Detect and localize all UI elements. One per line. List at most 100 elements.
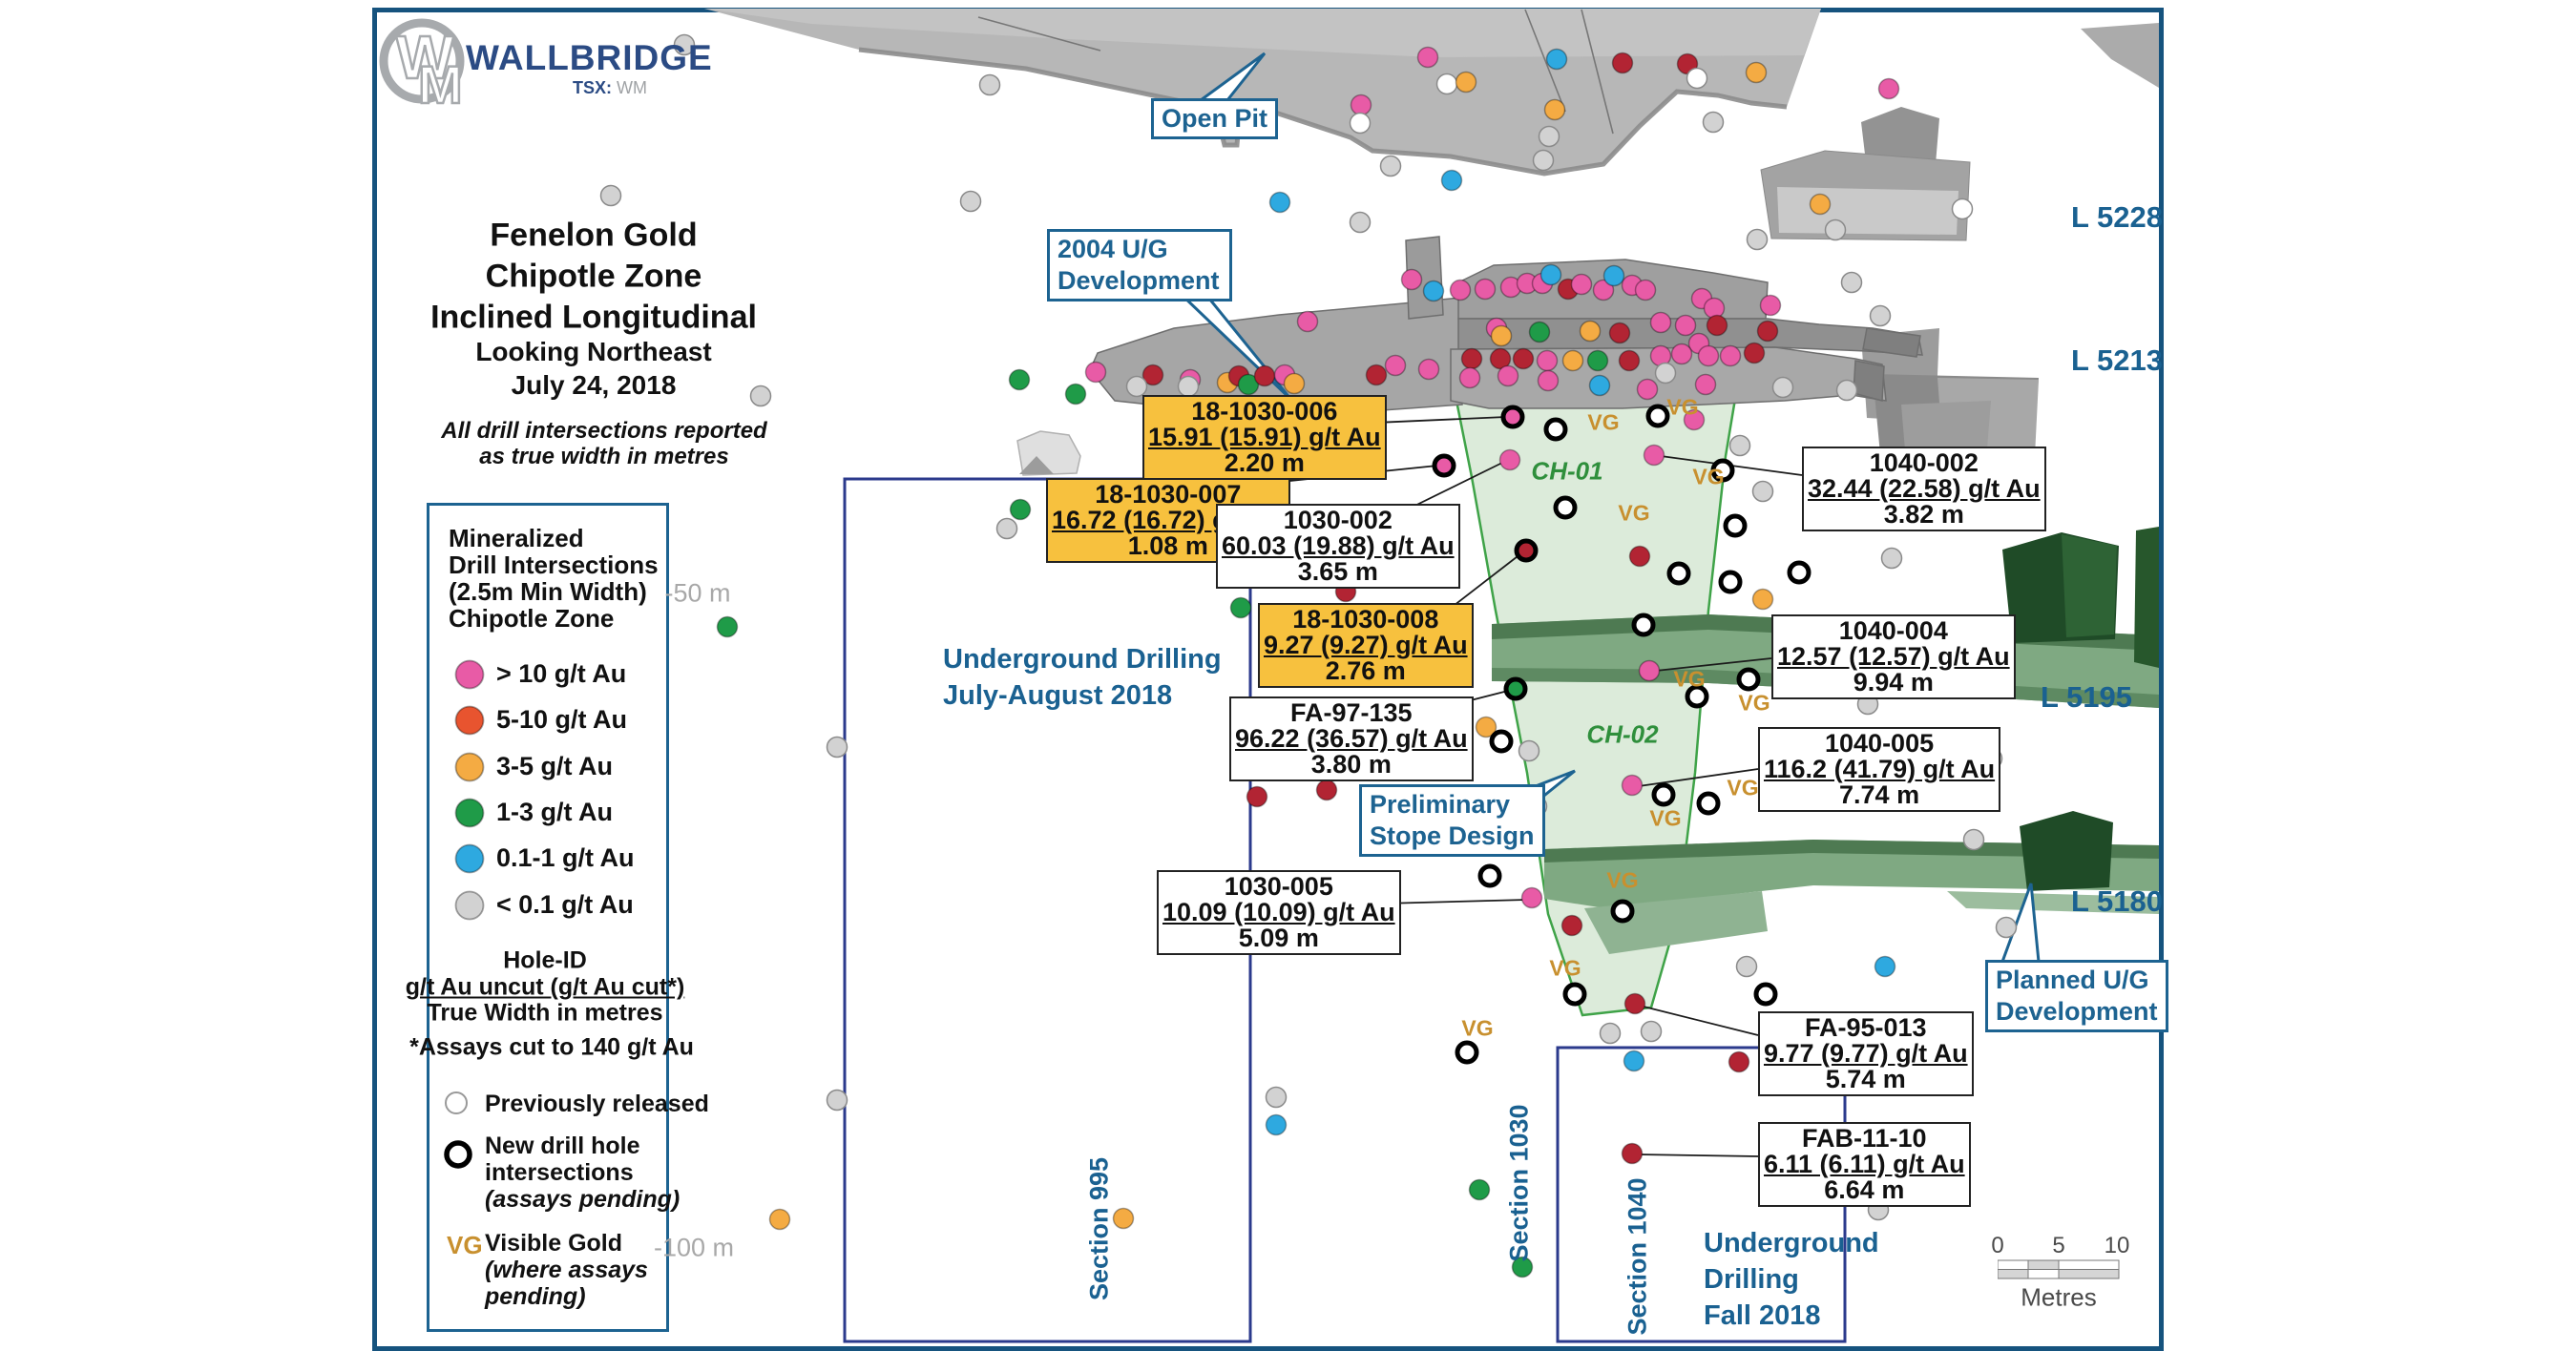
drill-program-line: July-August 2018 — [943, 680, 1173, 711]
drill-intersection-dot — [1640, 1020, 1663, 1043]
drill-intersection-dot — [1702, 111, 1725, 134]
level-label: L 5213 — [2071, 343, 2163, 377]
drill-program-line: Fall 2018 — [1704, 1300, 1821, 1331]
legend-header-4: Chipotle Zone — [449, 604, 615, 633]
drill-intersection-dot — [1728, 1050, 1750, 1073]
annotation-line: Planned U/G — [1996, 966, 2149, 994]
callout-grade: 116.2 (41.79) g/t Au — [1764, 755, 1996, 783]
drill-intersection-dot — [1599, 1022, 1622, 1045]
callout-width: 3.80 m — [1310, 750, 1392, 779]
vg-label: VG — [1461, 1015, 1494, 1041]
drill-intersection-dot — [959, 190, 982, 213]
drill-intersection-dot — [978, 73, 1001, 96]
legend-vg-3: pending) — [485, 1283, 586, 1310]
callout-hole-id: 1040-005 — [1825, 729, 1935, 758]
drill-intersection-dot — [1009, 498, 1032, 521]
annotation-planned-ug: Planned U/G Development — [1985, 960, 2168, 1032]
drill-intersection-dot — [1008, 368, 1031, 391]
drill-program-line: Drilling — [1704, 1264, 1799, 1295]
rock-blocks — [1016, 107, 2039, 476]
callout-grade: 10.09 (10.09) g/t Au — [1162, 898, 1395, 926]
legend-item-dot — [454, 843, 485, 874]
drill-intersection-dot — [1877, 77, 1900, 100]
callout-hole-id: 18-1030-008 — [1292, 605, 1439, 634]
callout-hole-id: 1040-004 — [1838, 616, 1948, 645]
callout-grade: 9.77 (9.77) g/t Au — [1764, 1039, 1968, 1068]
callout-width: 1.08 m — [1127, 531, 1208, 560]
drill-program-line: Underground Drilling — [943, 644, 1222, 675]
drill-intersection-dot — [768, 1208, 791, 1231]
scalebar-tick-10: 10 — [2104, 1233, 2130, 1258]
drill-intersection-dot — [1869, 304, 1892, 327]
vg-label: VG — [1692, 464, 1725, 489]
annotation-line: 2004 U/G — [1058, 235, 1168, 263]
drill-intersection-dot — [599, 184, 622, 207]
vg-label: VG — [1673, 666, 1706, 692]
callout-grade: 60.03 (19.88) g/t Au — [1222, 531, 1455, 560]
vg-label: VG — [1738, 690, 1770, 716]
drill-intersection-dot — [1468, 1178, 1491, 1201]
drill-intersection-dot — [1520, 886, 1543, 909]
drill-intersection-dot — [1874, 955, 1896, 978]
legend-vg-2: (where assays — [485, 1257, 648, 1283]
callout-width: 3.82 m — [1883, 500, 1964, 529]
annotation-line: Development — [1996, 997, 2158, 1026]
scalebar — [1998, 1259, 2120, 1279]
callout-width: 3.65 m — [1297, 557, 1378, 586]
drill-intersection-dot — [1064, 383, 1087, 405]
legend-symbol-circles — [444, 1091, 472, 1169]
vg-label: VG — [1587, 409, 1620, 435]
callout-hole-id: FAB-11-10 — [1802, 1124, 1927, 1153]
scalebar-tick-5: 5 — [2052, 1233, 2065, 1258]
callout-grade: 15.91 (15.91) g/t Au — [1148, 423, 1381, 451]
previously-released-icon — [445, 1091, 468, 1114]
scalebar-tick-0: 0 — [1991, 1233, 2004, 1258]
new-drill-hole-dot — [1718, 570, 1743, 594]
callout-hole-id: FA-97-135 — [1290, 698, 1413, 727]
callout-width: 7.74 m — [1839, 780, 1920, 809]
drill-intersection-dot — [1751, 588, 1774, 611]
drill-intersection-dot — [1265, 1086, 1288, 1109]
zone-label: CH-01 — [1531, 456, 1603, 486]
scalebar-unit: Metres — [2021, 1282, 2097, 1312]
legend-new-drill-1: New drill hole — [485, 1133, 640, 1159]
callout-hole-id: 18-1030-007 — [1095, 480, 1242, 509]
legend-item-dot — [454, 798, 485, 828]
callout-width: 5.74 m — [1825, 1065, 1906, 1093]
drill-intersection-dot — [716, 615, 739, 638]
level-label: L 5180 — [2071, 884, 2163, 918]
title-note-2: as true width in metres — [479, 444, 729, 469]
svg-text:W: W — [396, 23, 454, 92]
drill-intersection-dot — [749, 385, 772, 407]
legend-item-label: > 10 g/t Au — [496, 659, 627, 688]
annotation-line: Stope Design — [1370, 821, 1535, 850]
legend-item-label: < 0.1 g/t Au — [496, 889, 634, 919]
svg-text:M: M — [418, 54, 463, 114]
title-line-2: Chipotle Zone — [485, 258, 702, 295]
title-line-3: Inclined Longitudinal — [430, 299, 757, 336]
callout-width: 5.09 m — [1238, 924, 1319, 952]
section-label: Section 1030 — [1504, 1104, 1534, 1262]
drill-intersection-dot — [1623, 1050, 1645, 1072]
callout-width: 9.94 m — [1853, 668, 1934, 696]
vg-label: VG — [1606, 867, 1639, 893]
new-drill-hole-dot — [1489, 729, 1514, 754]
drill-intersection-dot — [1265, 1113, 1288, 1136]
legend-header-3: (2.5m Min Width) — [449, 577, 647, 606]
drill-intersection-dot — [1229, 596, 1252, 619]
drill-intersection-dot — [1349, 211, 1372, 234]
legend-assay-cut-note: *Assays cut to 140 g/t Au — [409, 1033, 694, 1061]
annotation-line: Open Pit — [1162, 104, 1268, 133]
new-drill-hole-dot — [1723, 513, 1748, 538]
level-label: L 5228 — [2071, 200, 2163, 234]
wallbridge-logo-icon: W M — [379, 18, 465, 115]
callout-grade: 96.22 (36.57) g/t Au — [1235, 724, 1468, 753]
vg-label: VG — [1549, 955, 1581, 981]
